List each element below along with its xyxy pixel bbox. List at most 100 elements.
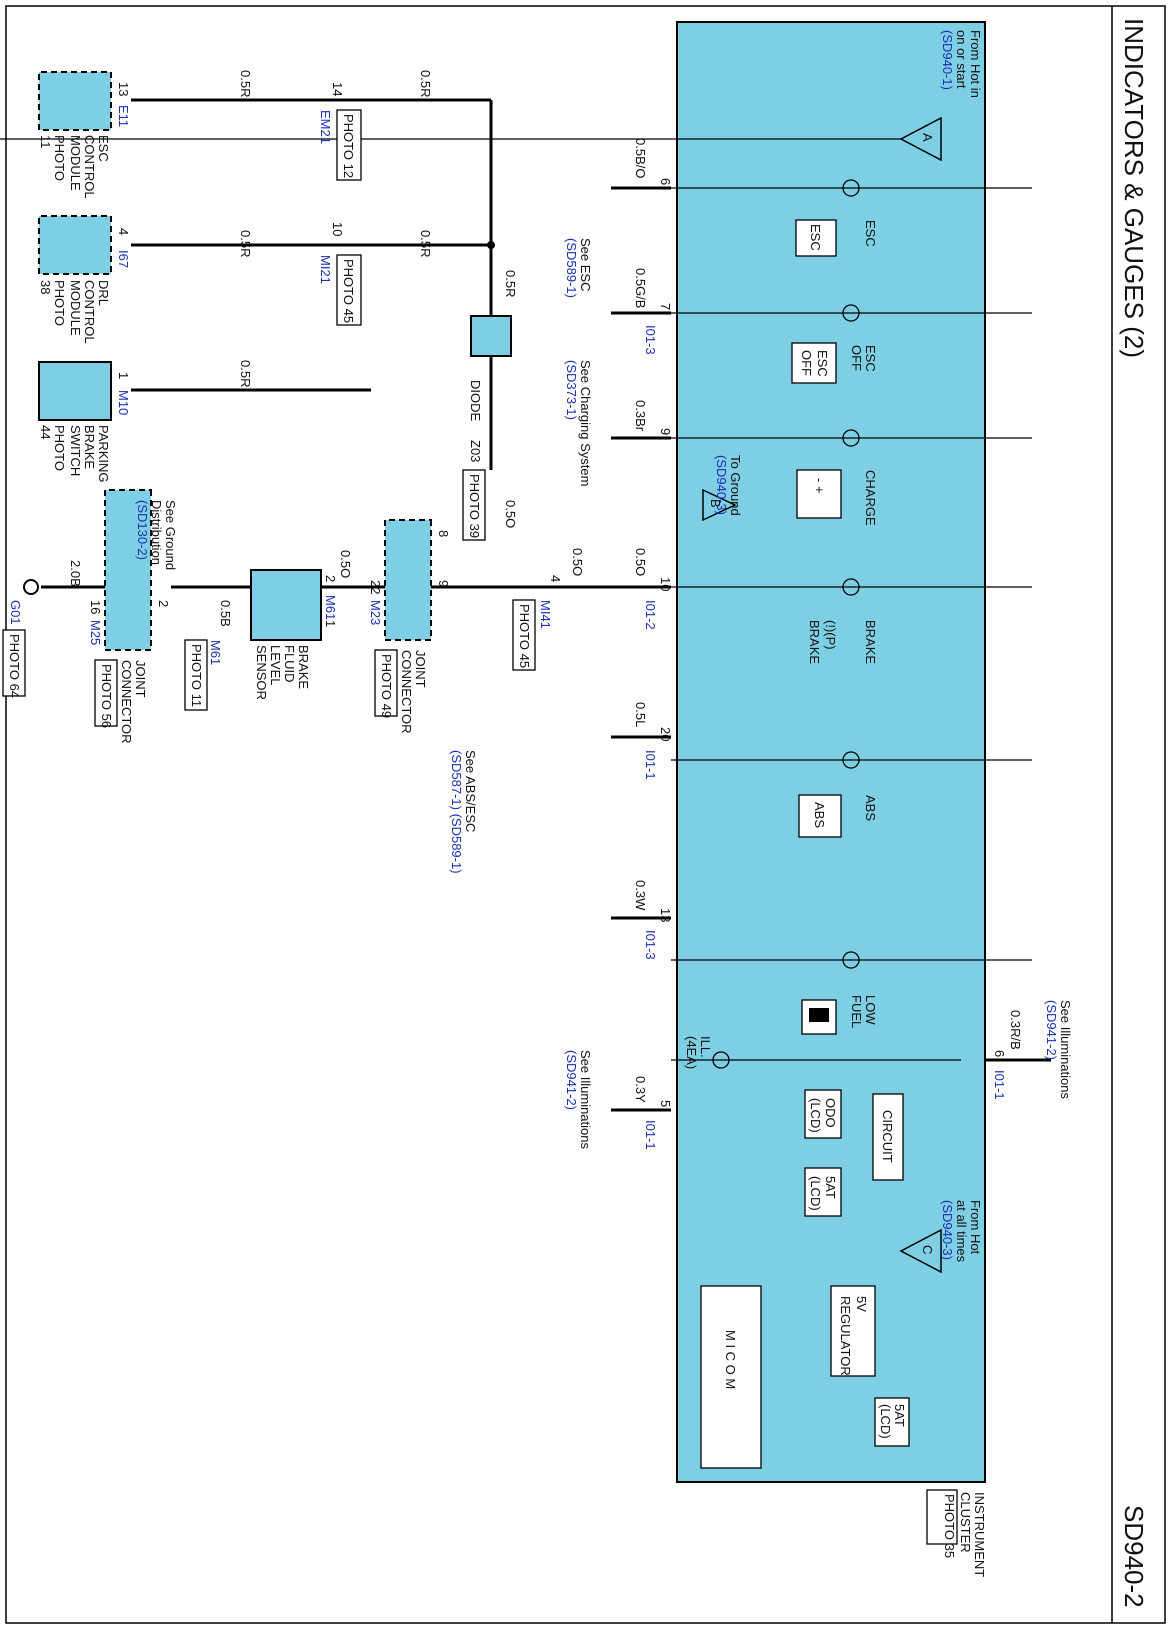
bf-name-3: LEVEL: [268, 645, 283, 685]
esc-icon: [795, 219, 837, 257]
esc-off-icon: [791, 342, 837, 384]
m61-conn: M61: [323, 595, 338, 620]
pin20-num: 20: [658, 727, 673, 741]
abs-icon: [798, 794, 842, 838]
mi21-photo: PHOTO 45: [341, 259, 356, 323]
m23-photo-box: [374, 649, 398, 717]
joint-connector-m25: [104, 489, 152, 651]
wire-m23-m61: 0.5O: [338, 550, 353, 578]
m61-photo: PHOTO 11: [189, 644, 204, 707]
drl-module-name-1: DRL: [96, 280, 111, 306]
fiveat2-block: [874, 1397, 910, 1447]
m23-pin-a: 8: [436, 530, 451, 537]
see-illum-out-1: See Illuminations: [578, 1050, 593, 1149]
pb-conn: M10: [116, 390, 131, 415]
pin13-num: 13: [658, 908, 673, 922]
page-title: INDICATORS & GAUGES (2): [1119, 18, 1149, 358]
hot-c-text-2: at all times: [954, 1200, 969, 1263]
see-ground-3: (SD130-2): [135, 500, 150, 560]
see-abs-2: (SD587-1) (SD589-1): [449, 750, 464, 874]
pin7-conn: I01-3: [643, 325, 658, 355]
pin6-wire: 0.5B/O: [633, 138, 648, 178]
wire-esc-right: 0.5R: [418, 70, 433, 97]
drl-module-conn: I67: [116, 250, 131, 268]
ground-b-text-1: To Ground: [728, 455, 743, 516]
charge-lamp: [842, 429, 860, 447]
m25-name-2: CONNECTOR: [119, 660, 134, 744]
m23-pin-b: 9: [436, 580, 451, 587]
cluster-name-2: CLUSTER: [958, 1492, 973, 1553]
hot-a-text-2: on or start: [954, 30, 969, 89]
esc-off-icon-2: OFF: [799, 350, 814, 376]
esc-off-label-1: ESC: [863, 345, 878, 372]
battery-icon: [796, 469, 842, 519]
pin7-num: 7: [658, 303, 673, 310]
drl-control-module: [38, 215, 112, 275]
see-charging-1: See Charging System: [578, 360, 593, 486]
pin6b-num: 6: [992, 1050, 1007, 1057]
ground-icon: [23, 579, 39, 595]
diode-photo: PHOTO 39: [467, 474, 482, 538]
wire-diode-bottom: 0.5O: [503, 500, 518, 528]
diode-code: Z03: [468, 440, 483, 462]
fiveat-block: [804, 1167, 842, 1217]
m23-name-1: JOINT: [413, 650, 428, 688]
m61-pin-2: 2: [323, 575, 338, 582]
low-fuel-label-1: LOW: [863, 995, 878, 1025]
esc-module-name-1: ESC: [96, 135, 111, 162]
pb-pin: 1: [116, 372, 131, 379]
ground-b-label: B: [708, 499, 723, 508]
pin6-num: 6: [658, 178, 673, 185]
esc-off-lamp: [842, 304, 860, 322]
esc-control-module: [38, 71, 112, 131]
pin10-conn: I01-2: [643, 600, 658, 630]
diode-z03: [470, 315, 512, 357]
abs-label: ABS: [863, 795, 878, 821]
em21-id: EM21: [318, 110, 333, 144]
em21-pin: 14: [330, 82, 345, 96]
abs-icon-text: ABS: [812, 802, 827, 828]
see-charging-2: (SD373-1): [564, 360, 579, 420]
cluster-photo: PHOTO 35: [942, 1494, 957, 1558]
mi21-photo-box: [336, 254, 362, 326]
drl-module-photo-1: PHOTO: [52, 280, 67, 326]
see-esc-1: See ESC: [578, 238, 593, 291]
wire-pb-label: 0.5R: [238, 360, 253, 387]
m61-pin-1: 1: [323, 620, 338, 627]
instrument-cluster-box: [676, 21, 986, 1483]
pin6b-wire: 0.3R/B: [1008, 1010, 1023, 1050]
schematic: INSTRUMENT CLUSTER PHOTO 35 From Hot in …: [0, 21, 1073, 1577]
fiveat2-text-2: (LCD): [878, 1404, 893, 1439]
esc-module-name-2: CONTROL: [82, 135, 97, 199]
m23-pin-c: 22: [368, 580, 383, 594]
diode-photo-box: [462, 469, 486, 541]
cluster-photo-box: [926, 1489, 958, 1545]
hot-c-triangle: [899, 1228, 942, 1274]
ill-label-1: ILL.: [698, 1036, 713, 1058]
see-esc-2: (SD589-1): [564, 238, 579, 298]
esc-icon-text: ESC: [808, 224, 823, 251]
mi21-pin: 10: [330, 222, 345, 236]
esc-module-photo-1: PHOTO: [52, 135, 67, 181]
g01-photo-box: [2, 629, 26, 697]
pin5-wire: 0.3Y: [633, 1076, 648, 1103]
m25-photo-box: [94, 659, 118, 727]
g01-photo: PHOTO 64: [7, 634, 22, 698]
pin10-num: 10: [658, 577, 673, 591]
m23-conn: M23: [368, 600, 383, 625]
pb-name-1: PARKING: [96, 425, 111, 483]
pin20-wire: 0.5L: [633, 702, 648, 727]
brake-label: BRAKE: [863, 620, 878, 664]
wire-mi41-left: 0.5O: [570, 548, 585, 576]
em21-photo-box: [336, 109, 362, 181]
see-illum-out-2: (SD941-2): [564, 1050, 579, 1110]
m25-photo: PHOTO 56: [99, 664, 114, 728]
micom-text: M I C O M: [723, 1330, 738, 1389]
m25-conn: M25: [88, 620, 103, 645]
see-abs-1: See ABS/ESC: [463, 750, 478, 832]
fiveat-text-1: 5AT: [823, 1176, 838, 1199]
cluster-name-1: INSTRUMENT: [972, 1492, 987, 1577]
see-illum-in-2: (SD941-2): [1044, 1000, 1059, 1060]
ill-label-2: (4EA): [684, 1036, 699, 1069]
